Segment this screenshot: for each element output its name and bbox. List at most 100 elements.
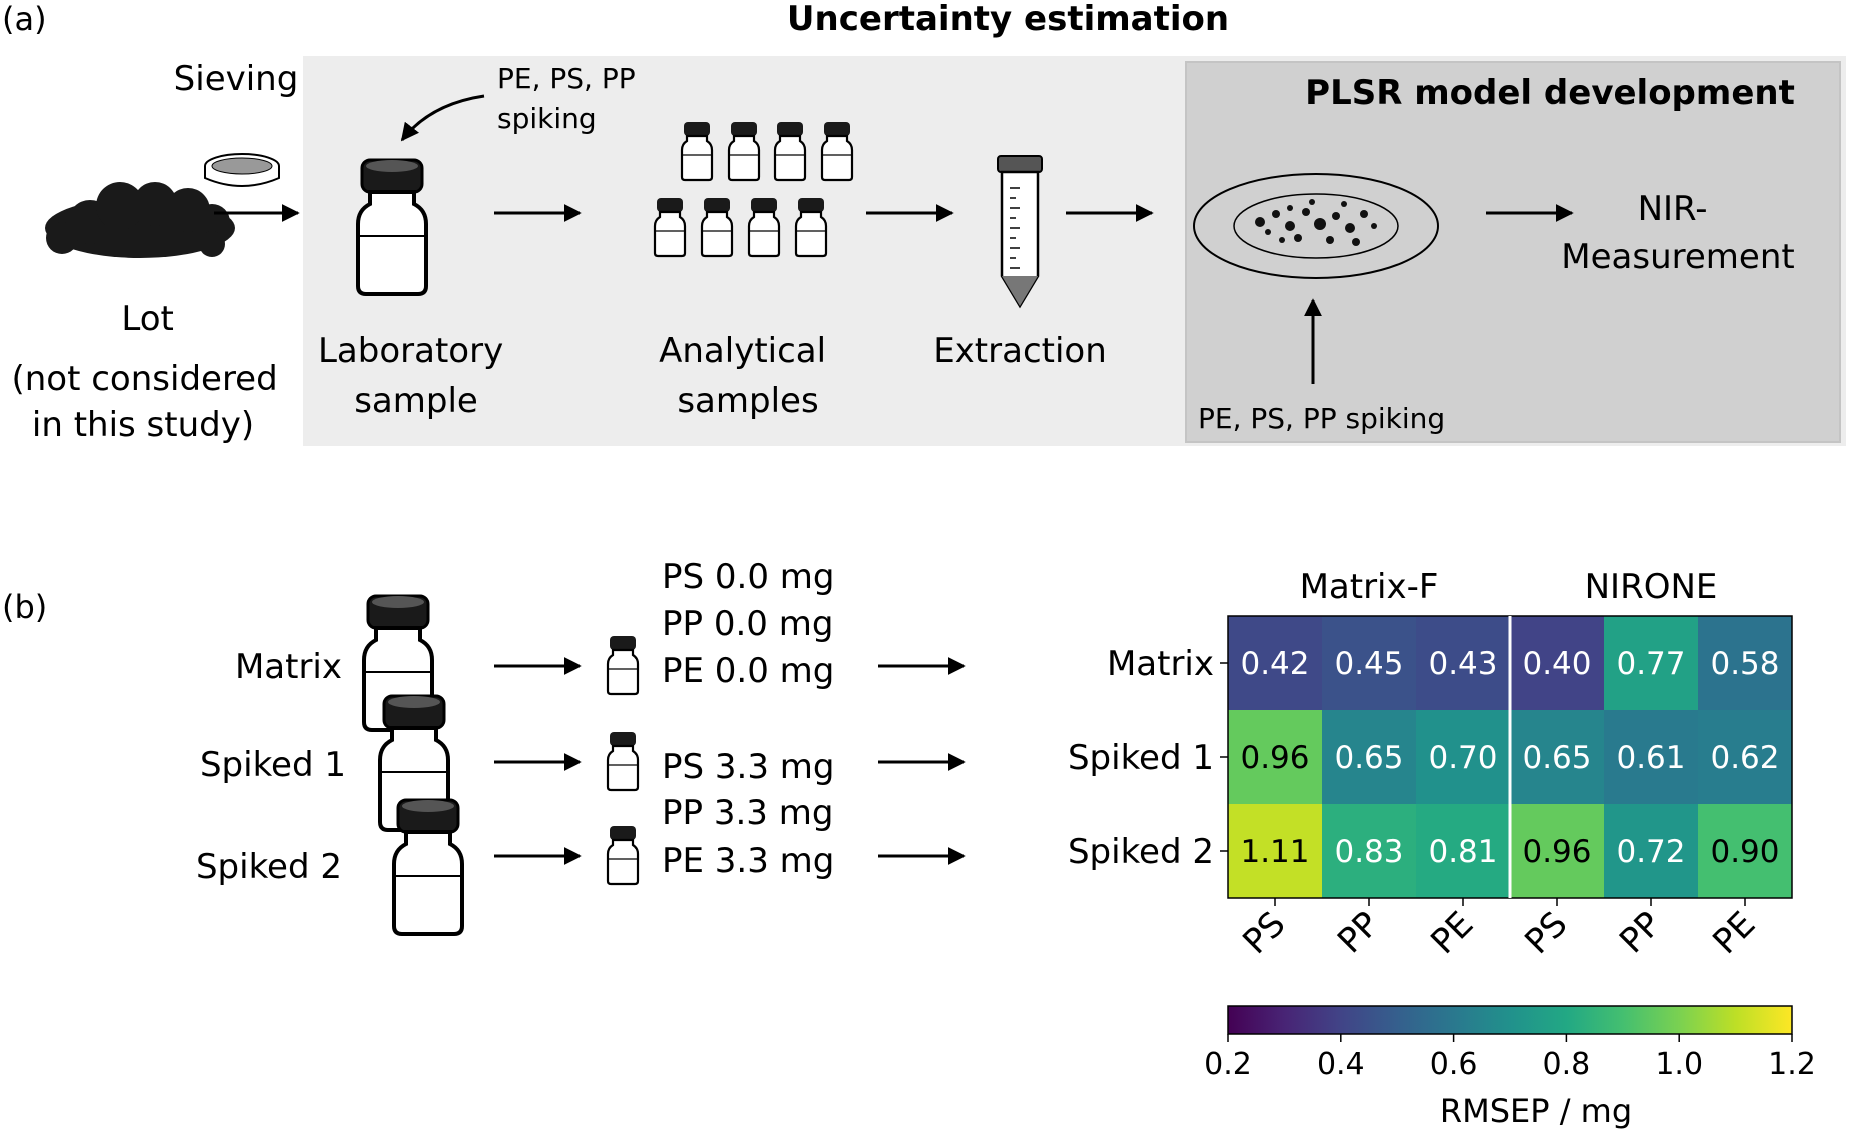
spiking-top-label: PE, PS, PP spiking xyxy=(497,62,645,135)
heatmap-row-label: Spiked 2 xyxy=(1068,832,1214,872)
heatmap-cell-label: 0.65 xyxy=(1334,740,1403,776)
plsr-title: PLSR model development xyxy=(1305,73,1795,113)
heatmap-cell xyxy=(1228,616,1322,710)
nir-line-1: NIR- xyxy=(1638,189,1708,229)
heatmap-cell xyxy=(1322,804,1416,898)
spiked1-minivial-icon xyxy=(606,730,640,792)
heatmap: 0.42 0.45 0.43 0.40 0.77 0.58 0.96 0.65 0.70 0.65… xyxy=(1068,567,1793,962)
matrix-minivial-icon xyxy=(606,634,640,696)
heatmap-row-label: Spiked 1 xyxy=(1068,738,1214,778)
heatmap-cell xyxy=(1322,616,1416,710)
extraction-label: Extraction xyxy=(933,331,1107,371)
heatmap-cell-label: 1.11 xyxy=(1240,834,1309,870)
heatmap-cell xyxy=(1416,616,1510,710)
heatmap-group-label: NIRONE xyxy=(1585,567,1718,607)
amount-ps-33: PS 3.3 mg xyxy=(662,747,834,787)
heatmap-cell xyxy=(1510,616,1604,710)
row-label-spiked1-left: Spiked 1 xyxy=(200,745,346,785)
amount-pe-0: PE 0.0 mg xyxy=(662,651,834,691)
heatmap-col-label: PP xyxy=(1330,904,1387,961)
row-label-matrix-left: Matrix xyxy=(235,647,342,687)
amounts-top: PS 0.0 mg PP 0.0 mg PE 0.0 mg xyxy=(662,557,845,691)
sieving-label: Sieving xyxy=(174,59,299,99)
analytical-label: Analytical samples xyxy=(659,331,837,421)
heatmap-cell-label: 0.43 xyxy=(1428,646,1497,682)
heatmap-cell-label: 0.61 xyxy=(1616,740,1685,776)
heatmap-row-label: Matrix xyxy=(1107,644,1214,684)
spiking-top-line-1: PE, PS, PP xyxy=(497,62,636,95)
spiking-bottom-label: PE, PS, PP spiking xyxy=(1198,402,1445,435)
heatmap-cell-label: 0.45 xyxy=(1334,646,1403,682)
lot-line-3: in this study) xyxy=(32,405,254,445)
amount-pp-0: PP 0.0 mg xyxy=(662,604,833,644)
heatmap-col-label: PS xyxy=(1235,904,1293,962)
arrow-spiking-top xyxy=(400,94,485,142)
nir-line-2: Measurement xyxy=(1561,237,1794,277)
heatmap-cell xyxy=(1228,710,1322,804)
heatmap-cell xyxy=(1322,710,1416,804)
lab-sample-line-2: sample xyxy=(354,381,478,421)
heatmap-cell-label: 0.77 xyxy=(1616,646,1685,682)
heatmap-cell xyxy=(1604,710,1698,804)
analytical-line-1: Analytical xyxy=(659,331,826,371)
heatmap-cell-label: 0.40 xyxy=(1522,646,1591,682)
row-label-spiked2-left: Spiked 2 xyxy=(196,847,342,887)
heatmap-cell-label: 0.96 xyxy=(1240,740,1309,776)
heatmap-cell-label: 0.70 xyxy=(1428,740,1497,776)
heatmap-cell xyxy=(1698,804,1792,898)
amounts-bottom: PP 3.3 mg PE 3.3 mg xyxy=(662,793,844,881)
heatmap-cell xyxy=(1510,804,1604,898)
heatmap-cell xyxy=(1698,710,1792,804)
panel-a: (a) Uncertainty estimation Sieving Lot (… xyxy=(2,0,1846,446)
colorbar-tick-label: 0.4 xyxy=(1317,1047,1365,1082)
heatmap-cell xyxy=(1416,710,1510,804)
panel-b-label: (b) xyxy=(2,588,47,626)
panel-a-title: Uncertainty estimation xyxy=(787,0,1229,39)
heatmap-cell xyxy=(1698,616,1792,710)
lot-line-1: Lot xyxy=(121,299,173,339)
heatmap-col-label: PE xyxy=(1705,904,1763,962)
heatmap-cell-label: 0.58 xyxy=(1710,646,1779,682)
heatmap-cell-label: 0.83 xyxy=(1334,834,1403,870)
lab-sample-line-1: Laboratory xyxy=(318,331,503,371)
panel-b: (b) Matrix Spiked 1 Spiked 2 PS 0.0 mg P… xyxy=(2,557,1816,1130)
colorbar-tick-label: 1.2 xyxy=(1768,1047,1816,1082)
lot-pile-icon xyxy=(45,182,235,258)
heatmap-cell xyxy=(1416,804,1510,898)
extraction-tube-icon xyxy=(997,155,1043,309)
heatmap-group-label: Matrix-F xyxy=(1300,567,1439,607)
lab-sample-vial-icon xyxy=(356,158,428,296)
colorbar-tick-label: 0.8 xyxy=(1543,1047,1591,1082)
lab-sample-label: Laboratory sample xyxy=(318,331,514,421)
amount-ps-0: PS 0.0 mg xyxy=(662,557,834,597)
heatmap-cell-label: 0.81 xyxy=(1428,834,1497,870)
colorbar-gradient xyxy=(1227,1005,1793,1035)
heatmap-cell-label: 0.62 xyxy=(1710,740,1779,776)
colorbar-tick-label: 0.2 xyxy=(1204,1047,1252,1082)
nir-label: NIR- Measurement xyxy=(1561,189,1794,277)
heatmap-cell xyxy=(1604,804,1698,898)
heatmap-cell xyxy=(1228,804,1322,898)
heatmap-cell-label: 0.65 xyxy=(1522,740,1591,776)
amount-pp-33: PP 3.3 mg xyxy=(662,793,833,833)
spiking-top-line-2: spiking xyxy=(497,102,597,135)
heatmap-cell-label: 0.72 xyxy=(1616,834,1685,870)
lot-line-2: (not considered xyxy=(11,359,277,399)
spiked2-minivial-icon xyxy=(606,824,640,886)
colorbar-tick-label: 0.6 xyxy=(1430,1047,1478,1082)
heatmap-col-label: PS xyxy=(1517,904,1575,962)
colorbar-tick-label: 1.0 xyxy=(1655,1047,1703,1082)
heatmap-cell-label: 0.42 xyxy=(1240,646,1309,682)
sieve-icon xyxy=(204,153,280,187)
heatmap-cell xyxy=(1510,710,1604,804)
panel-a-label: (a) xyxy=(2,0,47,38)
heatmap-cell xyxy=(1604,616,1698,710)
petri-dish-icon xyxy=(1193,173,1439,279)
heatmap-cell-label: 0.96 xyxy=(1522,834,1591,870)
analytical-line-2: samples xyxy=(677,381,818,421)
heatmap-cell-label: 0.90 xyxy=(1710,834,1779,870)
amount-pe-33: PE 3.3 mg xyxy=(662,841,834,881)
spiked2-vial-icon xyxy=(392,798,464,936)
heatmap-col-label: PE xyxy=(1423,904,1481,962)
